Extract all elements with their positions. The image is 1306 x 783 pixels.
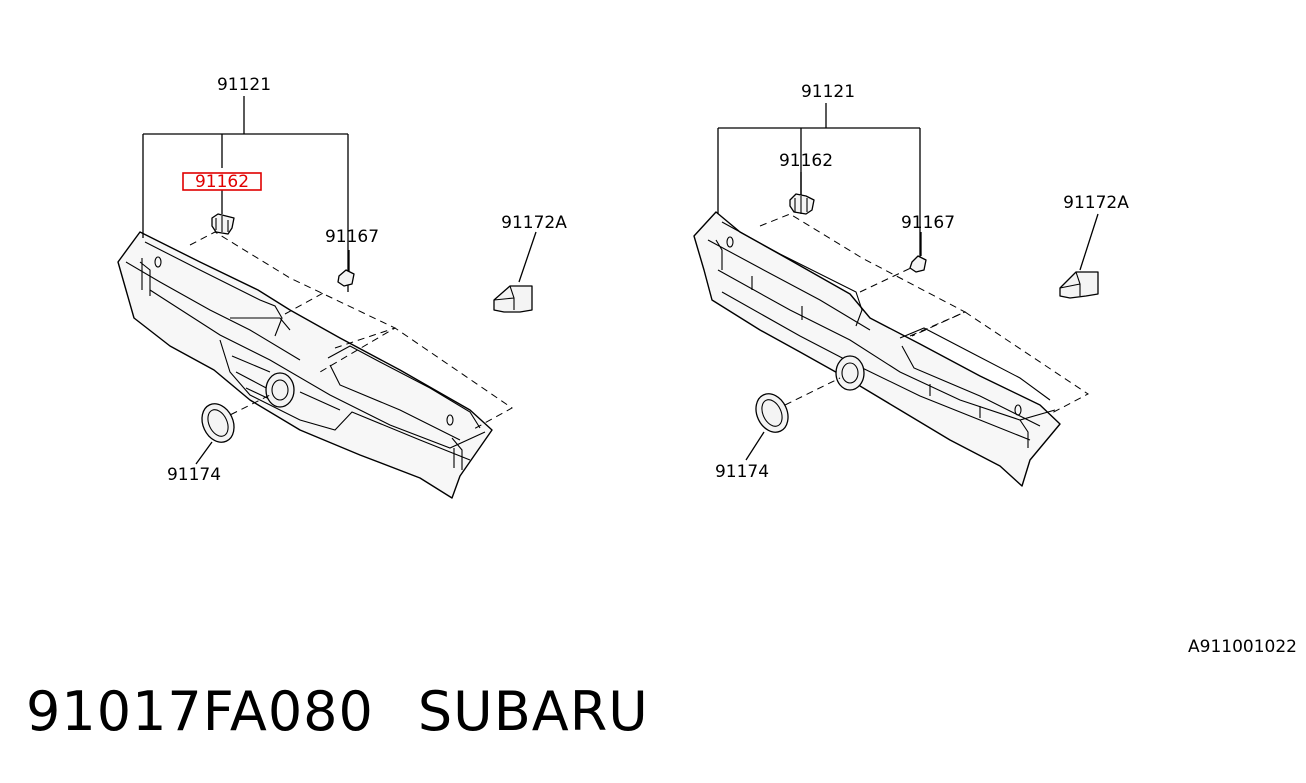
right-label-91172A: 91172A (1063, 193, 1129, 213)
left-emblem-seat (265, 372, 295, 408)
left-assembly: 91121 91162 91167 91172A 91174 (117, 75, 567, 499)
left-bracket-91172A (493, 285, 533, 313)
right-emblem-91174 (755, 393, 789, 433)
right-clip-91162 (789, 193, 815, 215)
left-label-91174: 91174 (167, 465, 221, 485)
left-label-91172A: 91172A (501, 213, 567, 233)
part-number: 91017FA080 (26, 680, 374, 743)
left-grille-body (117, 231, 493, 499)
left-label-91162: 91162 (195, 172, 249, 192)
right-label-91162: 91162 (779, 151, 833, 171)
right-label-91167: 91167 (901, 213, 955, 233)
brand-name: SUBARU (417, 680, 649, 743)
right-grille-body (693, 211, 1061, 487)
right-label-91174: 91174 (715, 462, 769, 482)
left-highlight-box (182, 172, 262, 191)
right-label-91121: 91121 (801, 82, 855, 102)
left-clip-91167 (337, 269, 355, 287)
left-clip-91162 (211, 213, 235, 235)
left-label-91167: 91167 (325, 227, 379, 247)
right-assembly: 91121 91162 91167 91172A 91174 (693, 82, 1129, 487)
part-title: 91017FA080 SUBARU (26, 680, 693, 743)
right-clip-91167 (909, 255, 927, 273)
left-label-91121: 91121 (217, 75, 271, 95)
right-bracket-91172A (1059, 271, 1099, 299)
drawing-code: A911001022 (1188, 637, 1297, 657)
right-emblem-seat (835, 355, 865, 391)
left-emblem-91174 (201, 403, 235, 443)
